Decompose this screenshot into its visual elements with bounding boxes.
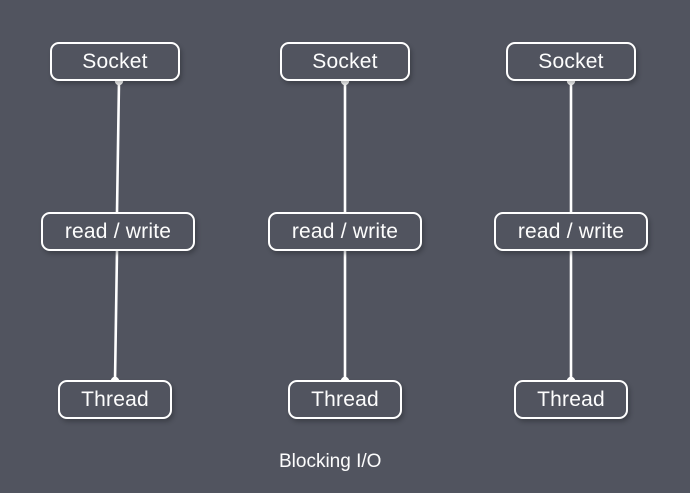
connector-line: [110, 249, 120, 386]
node-socket-2[interactable]: Socket: [280, 42, 410, 81]
diagram-caption: Blocking I/O: [279, 451, 382, 472]
connector-line: [340, 249, 350, 386]
node-thread-1[interactable]: Thread: [58, 380, 172, 419]
connector-line: [566, 249, 576, 386]
connector-line: [114, 76, 124, 214]
node-socket-3[interactable]: Socket: [506, 42, 636, 81]
connector-line: [566, 76, 576, 214]
node-thread-3[interactable]: Thread: [514, 380, 628, 419]
node-socket-1[interactable]: Socket: [50, 42, 180, 81]
node-readwrite-1[interactable]: read / write: [41, 212, 195, 251]
connector-line: [340, 76, 350, 214]
node-readwrite-3[interactable]: read / write: [494, 212, 648, 251]
node-thread-2[interactable]: Thread: [288, 380, 402, 419]
node-readwrite-2[interactable]: read / write: [268, 212, 422, 251]
